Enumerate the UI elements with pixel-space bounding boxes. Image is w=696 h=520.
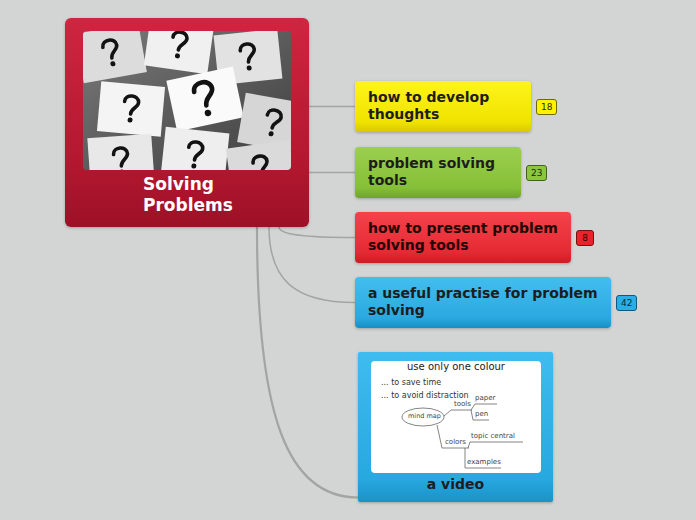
question-card xyxy=(161,127,230,170)
branch-line xyxy=(309,172,355,174)
thumbnail-ground xyxy=(371,361,541,473)
video-thumbnail xyxy=(371,361,541,473)
topic-box: how to present problem solving tools xyxy=(355,212,571,263)
sketch-branch xyxy=(468,442,523,448)
question-card xyxy=(226,140,291,170)
thumbnail-text: topic central xyxy=(471,432,515,440)
thumbnail-text: ... to save time xyxy=(381,378,441,388)
branch-line xyxy=(257,227,358,498)
question-card xyxy=(83,31,147,83)
central-topic: Solving Problems xyxy=(65,18,309,227)
question-card xyxy=(87,134,154,170)
thumbnail-text: ... to avoid distraction xyxy=(381,391,469,401)
thumbnail-text: tools xyxy=(454,400,471,408)
branch-line xyxy=(279,227,355,238)
branch-line xyxy=(269,227,355,303)
sketch-branch xyxy=(444,410,472,416)
central-title: Solving Problems xyxy=(143,174,263,215)
count-badge: 23 xyxy=(526,165,547,181)
question-photo xyxy=(83,31,291,170)
thumbnail-text: paper xyxy=(475,394,495,402)
sketch-branch xyxy=(471,404,497,410)
question-card xyxy=(166,66,243,131)
thumbnail-text: pen xyxy=(475,410,488,418)
thumbnail-text: use only one colour xyxy=(371,361,541,373)
sketch-branch xyxy=(437,425,469,448)
topic-text: a useful practise for problem solving xyxy=(368,285,598,319)
sketch-bubble xyxy=(402,408,444,426)
count-badge: 18 xyxy=(536,99,557,115)
thumbnail-text: mind map xyxy=(408,413,441,421)
topic-box: how to develop thoughts xyxy=(355,81,531,132)
sketch-branch xyxy=(465,448,501,468)
thumbnail-text: examples xyxy=(467,458,501,466)
count-badge: 8 xyxy=(576,230,594,246)
branch-line xyxy=(309,106,355,108)
sketch-branch xyxy=(471,410,489,420)
topic-text: problem solving tools xyxy=(368,155,508,189)
topic-box: problem solving tools xyxy=(355,147,521,198)
topic-text: how to develop thoughts xyxy=(368,89,518,123)
question-card xyxy=(97,81,165,136)
topic-text: how to present problem solving tools xyxy=(368,220,558,254)
count-badge: 42 xyxy=(616,295,637,311)
video-title: a video xyxy=(358,476,553,493)
question-card xyxy=(144,31,214,74)
thumbnail-text: colors xyxy=(445,438,466,446)
video-box: a video xyxy=(358,352,553,502)
topic-box: a useful practise for problem solving xyxy=(355,277,611,328)
